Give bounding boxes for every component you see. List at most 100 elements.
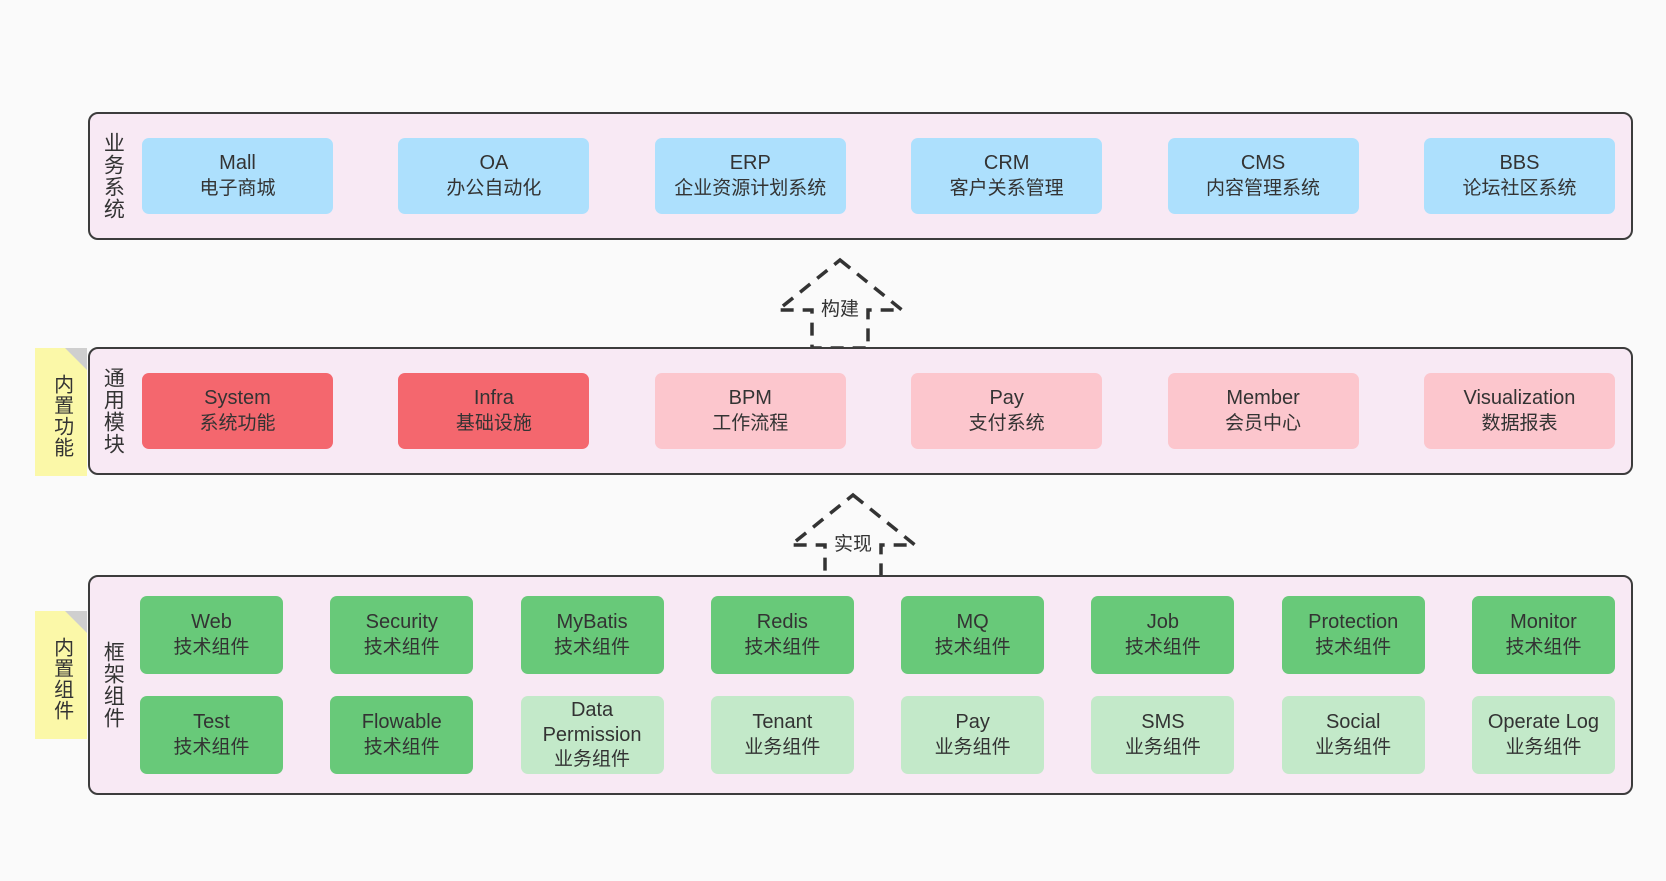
card-subtitle: 业务组件 (934, 736, 1011, 758)
card-subtitle: 技术组件 (1124, 636, 1201, 658)
card-cms[interactable]: CMS 内容管理系统 (1167, 138, 1359, 214)
card-title: BBS (1499, 152, 1540, 175)
card-subtitle: 技术组件 (363, 736, 440, 758)
card-job[interactable]: Job 技术组件 (1091, 596, 1235, 674)
card-tenant[interactable]: Tenant 业务组件 (710, 696, 854, 774)
note-label: 内置功能 (50, 374, 73, 458)
card-title: ERP (729, 152, 771, 175)
framework-row-business: Test 技术组件 Flowable 技术组件 Data Permission … (140, 696, 1615, 774)
card-title: CRM (983, 152, 1030, 175)
card-mq[interactable]: MQ 技术组件 (901, 596, 1045, 674)
layer-title-modules: 通用模块 (101, 367, 125, 455)
card-subtitle: 支付系统 (968, 412, 1045, 434)
card-title: Mall (219, 152, 256, 175)
card-mall[interactable]: Mall 电子商城 (142, 138, 333, 214)
card-title: Infra (473, 387, 514, 410)
card-subtitle: 内容管理系统 (1206, 177, 1321, 199)
card-flowable[interactable]: Flowable 技术组件 (330, 696, 474, 774)
arrow-implement: 实现 (768, 487, 938, 587)
card-subtitle: 技术组件 (934, 636, 1011, 658)
card-title: Monitor (1510, 611, 1577, 634)
card-subtitle: 会员中心 (1225, 412, 1302, 434)
card-system[interactable]: System 系统功能 (142, 373, 333, 449)
card-subtitle: 业务组件 (1315, 736, 1392, 758)
layer-common-modules: 通用模块 System 系统功能 Infra 基础设施 BPM 工作流程 Pay… (88, 347, 1633, 475)
framework-row-tech: Web 技术组件 Security 技术组件 MyBatis 技术组件 Redi… (140, 596, 1615, 674)
card-subtitle: 业务组件 (554, 749, 631, 771)
card-subtitle: 论坛社区系统 (1462, 177, 1577, 199)
card-security[interactable]: Security 技术组件 (330, 596, 474, 674)
card-title: Security (365, 611, 438, 634)
card-data-permission[interactable]: Data Permission 业务组件 (520, 696, 664, 774)
card-subtitle: 电子商城 (199, 177, 276, 199)
card-test[interactable]: Test 技术组件 (140, 696, 283, 774)
card-mybatis[interactable]: MyBatis 技术组件 (520, 596, 664, 674)
layer-business-systems: 业务系统 Mall 电子商城 OA 办公自动化 ERP 企业资源计划系统 CRM… (88, 112, 1633, 240)
card-title: OA (479, 152, 509, 175)
card-oa[interactable]: OA 办公自动化 (398, 138, 590, 214)
layer-body-framework: Web 技术组件 Security 技术组件 MyBatis 技术组件 Redi… (134, 577, 1631, 793)
card-redis[interactable]: Redis 技术组件 (710, 596, 854, 674)
card-title: Test (193, 711, 230, 734)
card-subtitle: 基础设施 (455, 412, 532, 434)
card-pay-component[interactable]: Pay 业务组件 (901, 696, 1045, 774)
card-member[interactable]: Member 会员中心 (1167, 373, 1359, 449)
card-sms[interactable]: SMS 业务组件 (1091, 696, 1235, 774)
card-subtitle: 业务组件 (1124, 736, 1201, 758)
card-title: Job (1146, 611, 1180, 634)
card-title: BPM (728, 387, 772, 410)
card-title: Pay (989, 387, 1024, 410)
card-web[interactable]: Web 技术组件 (140, 596, 283, 674)
card-subtitle: 技术组件 (1505, 636, 1582, 658)
card-subtitle: 数据报表 (1481, 412, 1558, 434)
card-title: System (204, 387, 271, 410)
card-crm[interactable]: CRM 客户关系管理 (911, 138, 1103, 214)
card-bbs[interactable]: BBS 论坛社区系统 (1423, 138, 1615, 214)
layer-body-modules: System 系统功能 Infra 基础设施 BPM 工作流程 Pay 支付系统… (134, 349, 1631, 473)
card-title: SMS (1141, 711, 1185, 734)
framework-rows: Web 技术组件 Security 技术组件 MyBatis 技术组件 Redi… (140, 596, 1615, 774)
card-subtitle: 工作流程 (712, 412, 789, 434)
card-protection[interactable]: Protection 技术组件 (1281, 596, 1425, 674)
card-title: MQ (956, 611, 989, 634)
card-subtitle: 技术组件 (1315, 636, 1392, 658)
card-subtitle: 业务组件 (744, 736, 821, 758)
card-title: Visualization (1463, 387, 1576, 410)
card-subtitle: 系统功能 (199, 412, 276, 434)
arrow-build-label: 构建 (820, 299, 860, 320)
modules-card-row: System 系统功能 Infra 基础设施 BPM 工作流程 Pay 支付系统… (142, 373, 1615, 449)
card-bpm[interactable]: BPM 工作流程 (654, 373, 846, 449)
card-title: Social (1325, 711, 1381, 734)
card-title: MyBatis (556, 611, 628, 634)
card-title: Member (1226, 387, 1300, 410)
card-title: Web (191, 611, 232, 634)
business-card-row: Mall 电子商城 OA 办公自动化 ERP 企业资源计划系统 CRM 客户关系… (142, 138, 1615, 214)
card-infra[interactable]: Infra 基础设施 (398, 373, 590, 449)
card-subtitle: 办公自动化 (446, 177, 542, 199)
card-monitor[interactable]: Monitor 技术组件 (1471, 596, 1615, 674)
card-social[interactable]: Social 业务组件 (1281, 696, 1425, 774)
arrow-build: 构建 (755, 252, 925, 352)
card-title: Data Permission (542, 698, 642, 747)
layer-body-business: Mall 电子商城 OA 办公自动化 ERP 企业资源计划系统 CRM 客户关系… (134, 114, 1631, 238)
card-title: Operate Log (1487, 711, 1600, 734)
card-erp[interactable]: ERP 企业资源计划系统 (654, 138, 846, 214)
card-subtitle: 客户关系管理 (949, 177, 1064, 199)
card-subtitle: 技术组件 (173, 636, 250, 658)
card-subtitle: 企业资源计划系统 (674, 177, 827, 199)
card-operate-log[interactable]: Operate Log 业务组件 (1471, 696, 1615, 774)
card-pay-module[interactable]: Pay 支付系统 (911, 373, 1103, 449)
card-title: Protection (1308, 611, 1399, 634)
note-builtin-function: 内置功能 (35, 348, 87, 476)
layer-title-framework: 框架组件 (101, 641, 125, 729)
card-title: Pay (955, 711, 990, 734)
card-subtitle: 技术组件 (744, 636, 821, 658)
card-title: CMS (1240, 152, 1286, 175)
layer-framework-components: 框架组件 Web 技术组件 Security 技术组件 MyBatis 技术组件… (88, 575, 1633, 795)
card-title: Tenant (752, 711, 813, 734)
card-visualization[interactable]: Visualization 数据报表 (1423, 373, 1615, 449)
note-label: 内置组件 (50, 637, 73, 721)
card-title: Flowable (361, 711, 442, 734)
card-subtitle: 业务组件 (1505, 736, 1582, 758)
